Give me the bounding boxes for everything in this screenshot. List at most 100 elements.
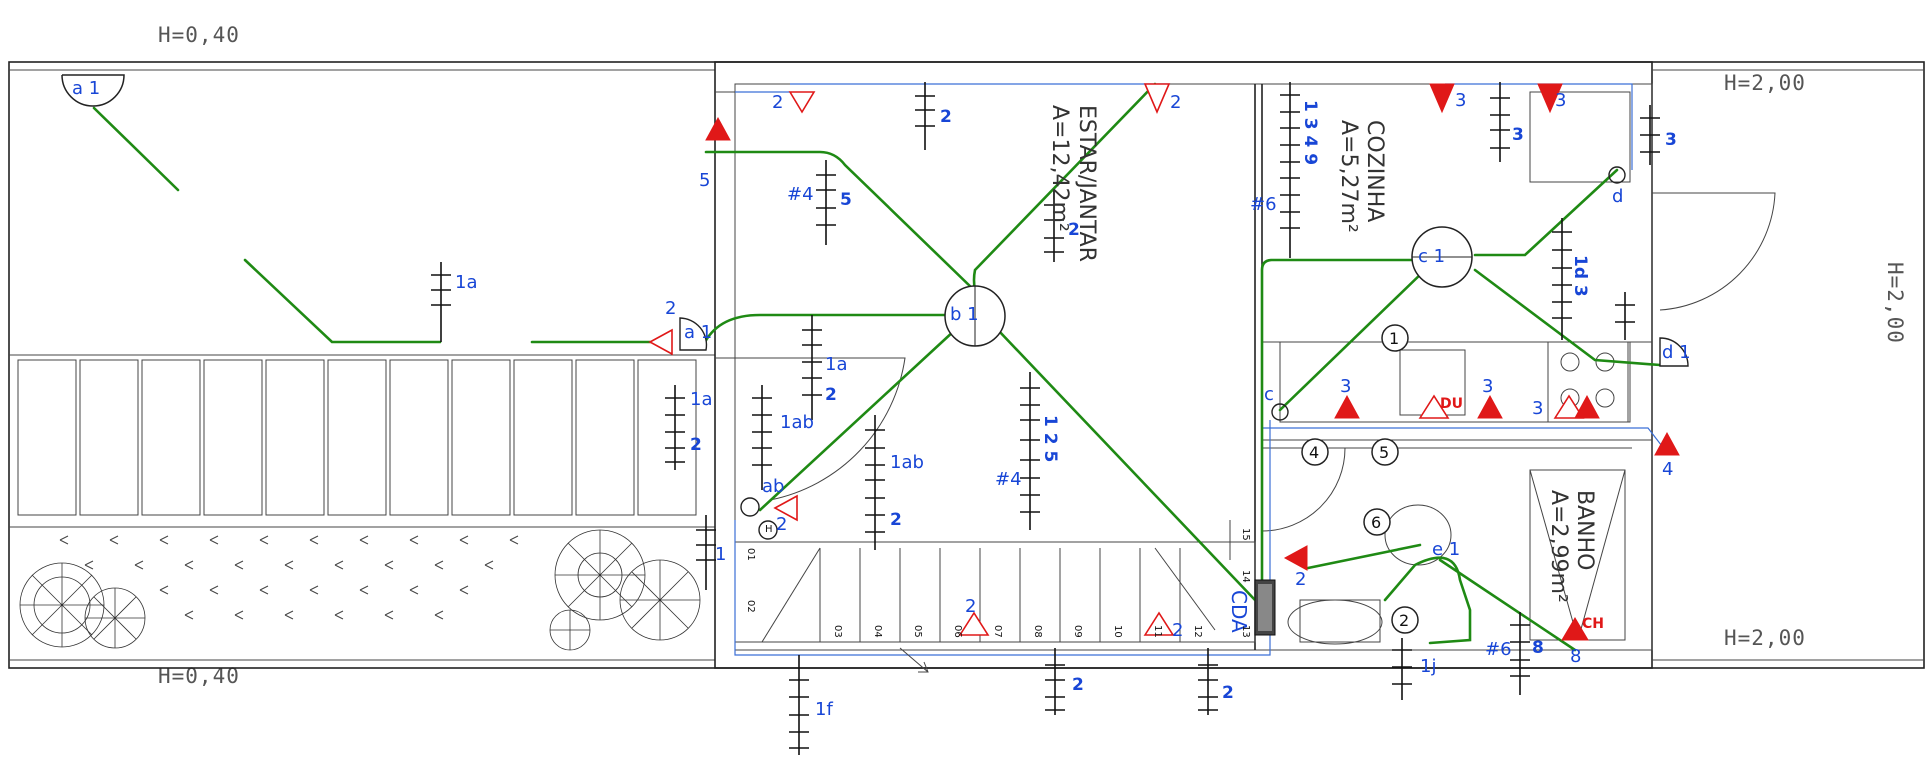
outlet-number: 2 [1295, 569, 1306, 590]
lamp-c-label: c 1 [1418, 246, 1445, 267]
wiring [92, 82, 1662, 652]
svg-text:2: 2 [1399, 611, 1409, 630]
svg-text:1: 1 [1389, 329, 1399, 348]
garden-lamp-label: a 1 [72, 78, 100, 99]
conductor-label: 2 [825, 385, 837, 405]
outlet-number: 2 [1170, 92, 1181, 113]
conductor-label: 1a [690, 389, 712, 410]
dim-top-right: H=2,00 [1724, 71, 1806, 95]
outlet-number: 2 [1172, 620, 1183, 641]
ceiling-light-icon: b 1 [944, 285, 1006, 347]
conductor-label: 1 [715, 544, 726, 565]
conductor-label: 1a [455, 272, 477, 293]
outlet-number: 4 [1662, 459, 1673, 480]
svg-text:04: 04 [872, 625, 883, 638]
estar-area: A=12,42m² [1047, 105, 1072, 232]
conductor-label: 3 [1512, 125, 1524, 145]
conductor-label: #4 [995, 469, 1022, 490]
panel-label: CDA [1227, 590, 1251, 633]
conductor-label: #6 [1250, 194, 1277, 215]
svg-text:15: 15 [1240, 528, 1251, 541]
conductor-label: 1 3 4 9 [1300, 100, 1320, 165]
circuit-marker-icon: 1 4 5 6 2 [1301, 324, 1419, 634]
outlet-number: 3 [1482, 376, 1493, 397]
svg-text:6: 6 [1371, 513, 1381, 532]
svg-text:5: 5 [1379, 443, 1389, 462]
conductor-label: 1 2 5 [1040, 415, 1060, 462]
plant-icon [19, 529, 701, 651]
parking-slots [17, 359, 697, 516]
outlet-number: 5 [699, 170, 710, 191]
conductor-label: 2 [1222, 683, 1234, 703]
lamp-a2-label: a 1 [684, 322, 712, 343]
conductor-label: 1j [1420, 656, 1436, 677]
lamp-e-label: e 1 [1432, 539, 1460, 560]
conductor-label: 2 [1072, 675, 1084, 695]
svg-text:4: 4 [1309, 443, 1319, 462]
conductor-label: 1d 3 [1570, 255, 1590, 297]
lamp-d-label: d 1 [1662, 342, 1691, 363]
lamp-b-label: b 1 [950, 304, 979, 325]
conductor-label: 1ab [780, 412, 814, 433]
ceiling-light-icon: a 1 [61, 74, 125, 107]
svg-text:06: 06 [952, 625, 963, 638]
ceiling-light-icon: c 1 [1411, 226, 1473, 288]
outlet-number: 8 [1570, 646, 1581, 667]
conductor-label: 3 [1665, 130, 1677, 150]
conductor-label: 5 [840, 190, 852, 210]
outlet-number: 2 [965, 596, 976, 617]
banho-area: A=2,99m² [1546, 490, 1571, 603]
estar-name: ESTAR/JANTAR [1074, 105, 1099, 262]
ch-label: CH [1582, 616, 1604, 632]
panel-icon: CDA [1227, 579, 1276, 636]
site-walls [8, 61, 1925, 669]
arrow-icon [899, 647, 929, 673]
garden-area [19, 529, 701, 651]
conductor-label: 2 [940, 107, 952, 127]
conductor-label: 8 [1532, 638, 1544, 658]
h-box-label: H [765, 524, 773, 535]
svg-text:01: 01 [745, 548, 756, 561]
conductor-label: 2 [890, 510, 902, 530]
stair-step-numbers: 15 14 13 12 11 10 09 08 07 06 05 04 03 0… [745, 528, 1251, 638]
conductor-label: #6 [1485, 639, 1512, 660]
outlet-number: 2 [665, 298, 676, 319]
cozinha-area: A=5,27m² [1336, 120, 1361, 233]
svg-text:13: 13 [1240, 625, 1251, 638]
conduit-lines [734, 83, 1666, 656]
svg-text:05: 05 [912, 625, 923, 638]
conductor-label: 2 [690, 435, 702, 455]
banho-name: BANHO [1572, 490, 1597, 570]
ceiling-light-icon: d 1 [1659, 337, 1691, 367]
conductor-label: #4 [787, 184, 814, 205]
conductor-label: 1a [825, 354, 847, 375]
svg-text:12: 12 [1192, 625, 1203, 638]
svg-text:09: 09 [1072, 625, 1083, 638]
conductor-ticks [431, 82, 1660, 755]
svg-text:10: 10 [1112, 625, 1123, 638]
svg-text:14: 14 [1240, 570, 1251, 583]
switch-icon: H ab [740, 476, 784, 540]
svg-text:03: 03 [832, 625, 843, 638]
ceiling-light-icon: e 1 [1432, 539, 1460, 560]
switch-c-label: c [1264, 384, 1274, 405]
outlet-number: 3 [1340, 376, 1351, 397]
du-label: DU [1440, 396, 1463, 412]
outlet-number: 3 [1455, 90, 1466, 111]
outlet-number: 2 [772, 92, 783, 113]
ceiling-light-icon: a 1 [679, 317, 712, 351]
outlet-number: 2 [776, 514, 787, 535]
svg-text:08: 08 [1032, 625, 1043, 638]
outlet-number: 3 [1532, 398, 1543, 419]
outlet-triangle-icon [648, 83, 1680, 641]
svg-text:02: 02 [745, 600, 756, 613]
switch-icon: d [1608, 166, 1626, 207]
dim-top-left: H=0,40 [158, 23, 240, 47]
outlet-number: 3 [1555, 90, 1566, 111]
switch-icon: c [1264, 384, 1289, 421]
conductor-label: 1f [815, 699, 833, 720]
conductor-label: 2 [1068, 220, 1080, 240]
switch-d-label: d [1612, 186, 1623, 207]
svg-text:11: 11 [1152, 625, 1163, 638]
